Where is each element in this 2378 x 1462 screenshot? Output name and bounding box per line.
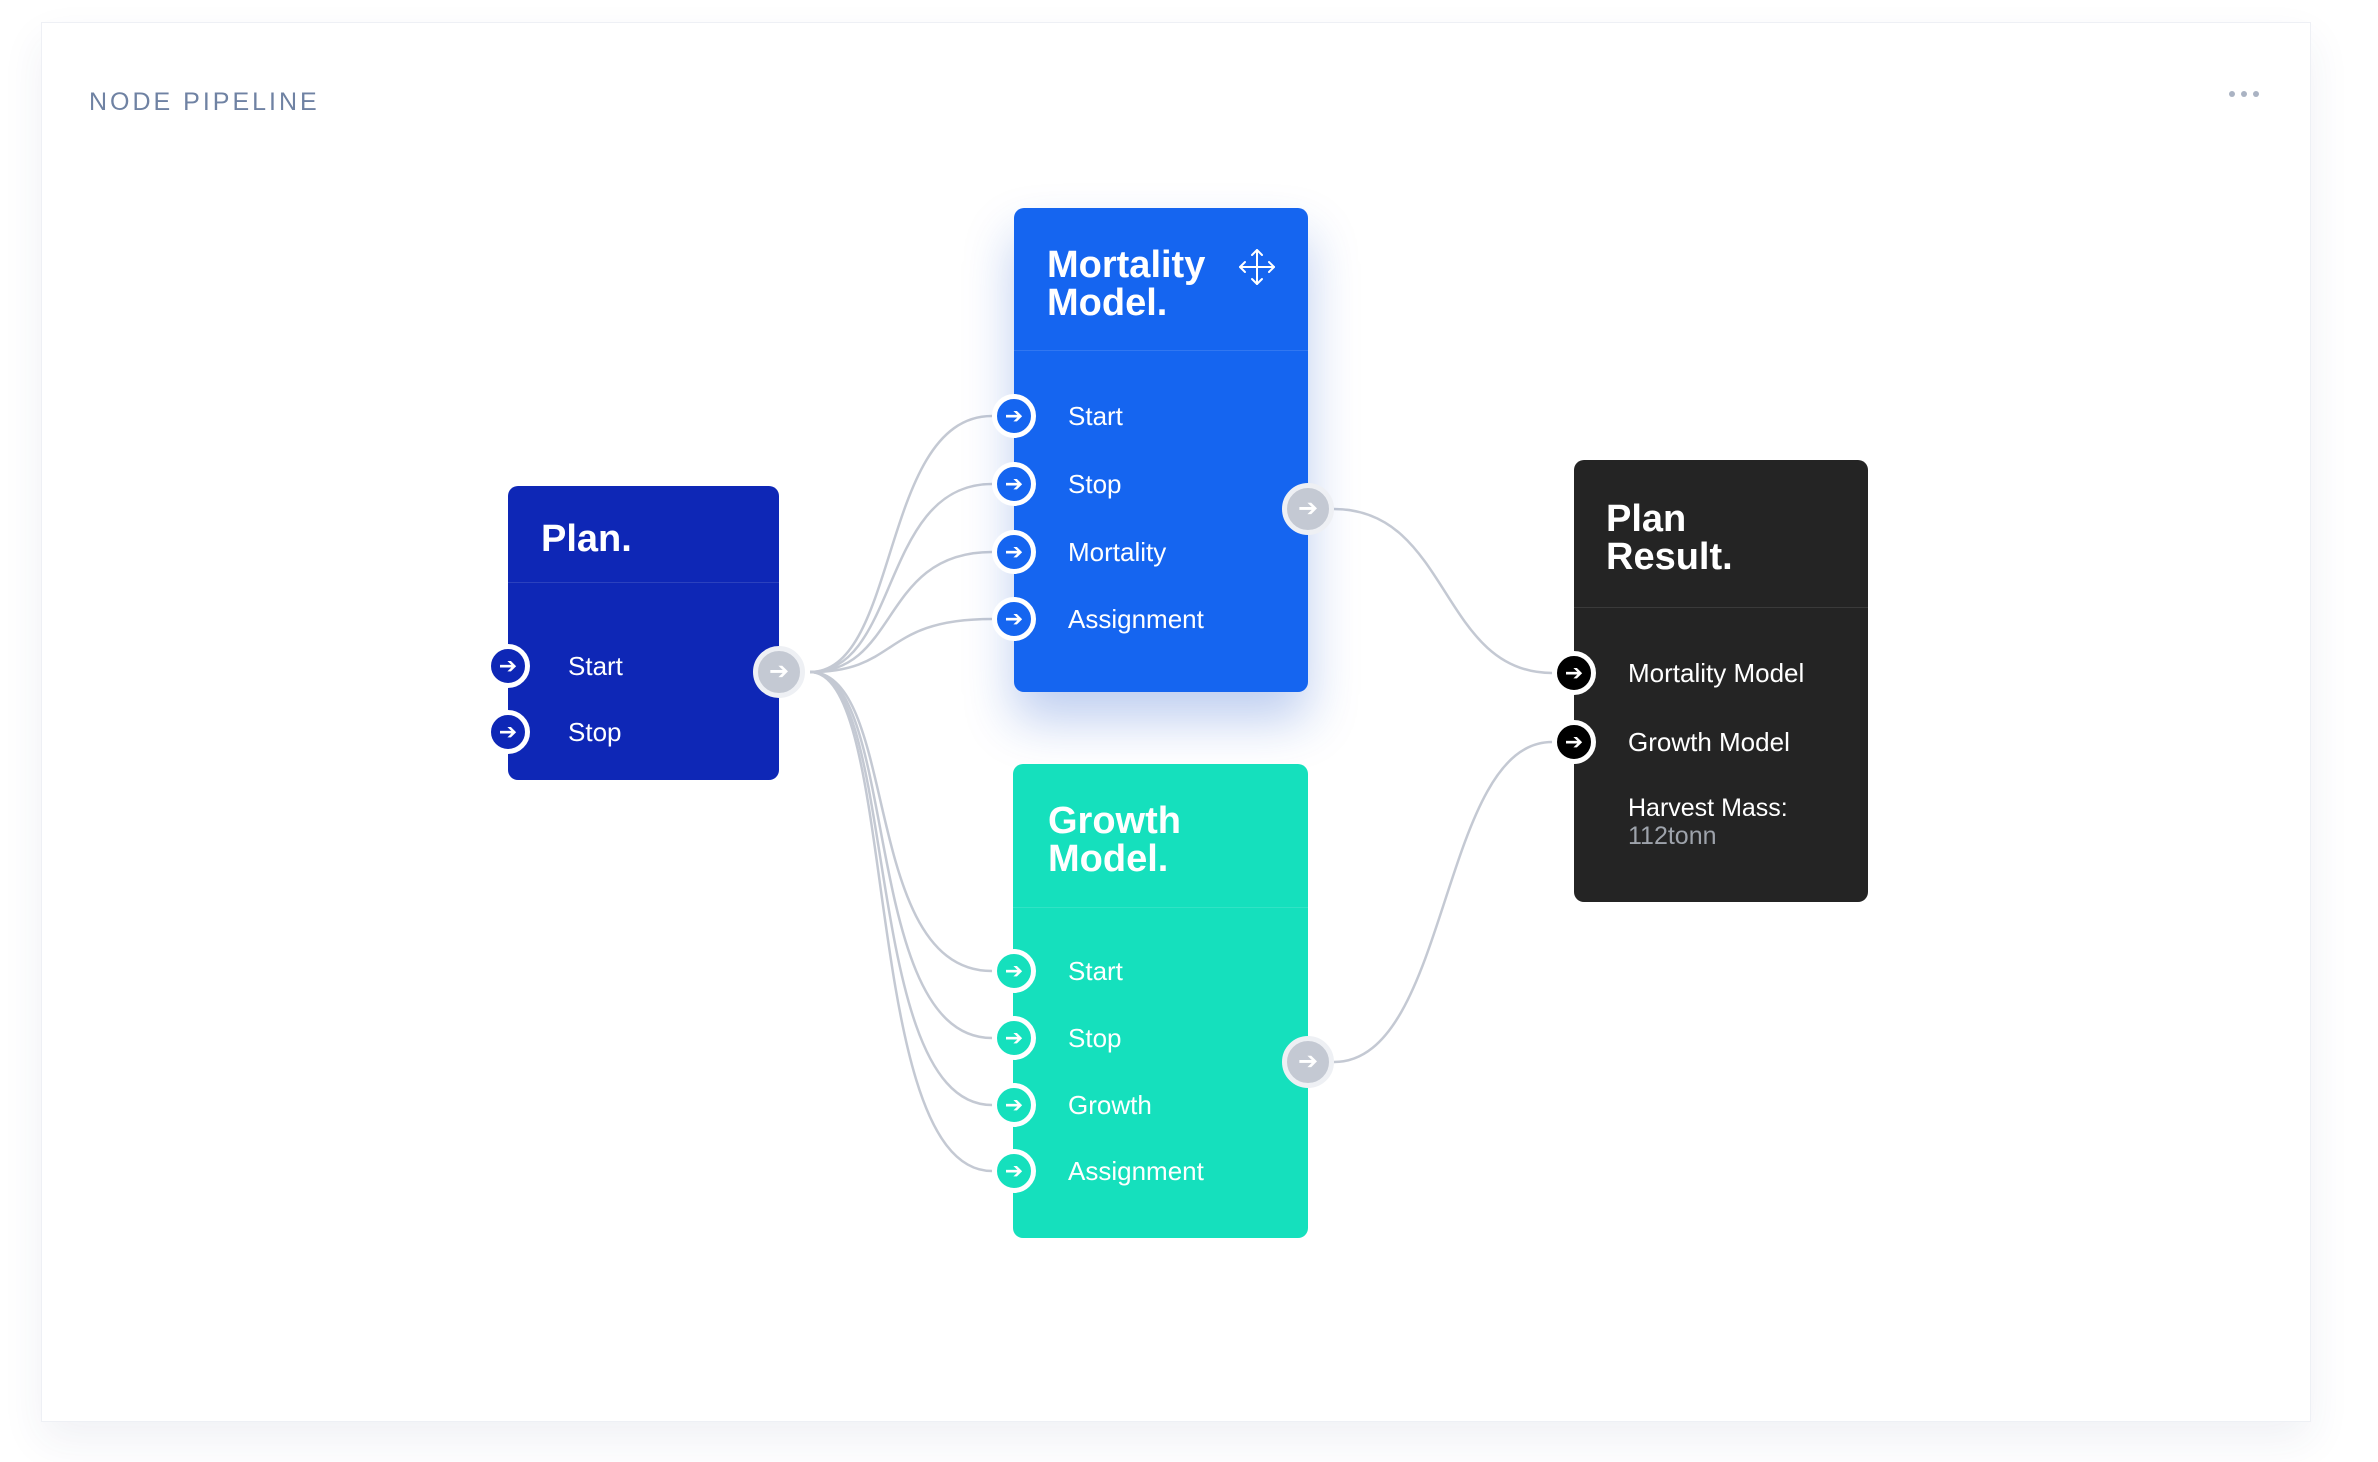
growth-title-line1: Growth <box>1048 800 1181 842</box>
arrow-right-icon[interactable]: ➔ <box>992 1016 1036 1060</box>
mortality-node-title: Mortality Model. <box>1047 246 1205 322</box>
arrow-right-icon[interactable]: ➔ <box>992 394 1036 438</box>
growth-input-label-growth: Growth <box>1068 1089 1152 1120</box>
growth-model-node[interactable]: Growth Model. ➔ Start ➔ Stop ➔ Growth ➔ … <box>992 764 1334 1238</box>
arrow-right-icon[interactable]: ➔ <box>486 710 530 754</box>
mortality-output-port[interactable]: ➔ <box>1282 483 1334 535</box>
result-input-row-growth-model: ➔ Growth Model <box>1552 720 1868 764</box>
arrow-right-icon[interactable]: ➔ <box>1552 720 1596 764</box>
arrow-right-icon[interactable]: ➔ <box>486 644 530 688</box>
arrow-right-icon[interactable]: ➔ <box>992 530 1036 574</box>
mortality-input-label-start: Start <box>1068 400 1123 431</box>
plan-input-row-start: ➔ Start <box>486 644 779 688</box>
growth-input-row-assignment: ➔ Assignment <box>992 1149 1308 1193</box>
plan-output-port[interactable]: ➔ <box>753 646 805 698</box>
growth-node-header: Growth Model. <box>1013 764 1308 908</box>
mortality-input-row-start: ➔ Start <box>992 394 1308 438</box>
harvest-mass-value: 112tonn <box>1628 822 1717 850</box>
result-input-label-mortality-model: Mortality Model <box>1628 657 1805 688</box>
plan-result-node[interactable]: Plan Result. ➔ Mortality Model ➔ Growth … <box>1552 460 1868 902</box>
mortality-input-row-stop: ➔ Stop <box>992 462 1308 506</box>
growth-node-title: Growth Model. <box>1048 802 1181 878</box>
mortality-model-node[interactable]: Mortality Model. ➔ Start ➔ Stop ➔ Mortal… <box>992 208 1334 692</box>
result-title-line2: Result. <box>1606 536 1733 578</box>
mortality-input-label-mortality: Mortality <box>1068 536 1167 567</box>
arrow-right-icon[interactable]: ➔ <box>992 1083 1036 1127</box>
growth-input-label-start: Start <box>1068 955 1123 986</box>
harvest-mass: Harvest Mass: 112tonn <box>1628 794 1788 850</box>
mortality-title-line2: Model. <box>1047 282 1168 324</box>
plan-input-label-start: Start <box>568 650 623 681</box>
more-horizontal-icon-dot <box>2241 91 2247 97</box>
plan-node-title: Plan. <box>541 518 632 560</box>
mortality-node-header: Mortality Model. <box>1014 208 1308 351</box>
more-horizontal-icon <box>2229 91 2235 97</box>
mortality-input-row-assignment: ➔ Assignment <box>992 597 1308 641</box>
growth-input-row-stop: ➔ Stop <box>992 1016 1308 1060</box>
more-options-button[interactable] <box>2223 85 2265 103</box>
mortality-title-line1: Mortality <box>1047 244 1206 286</box>
mortality-input-row-mortality: ➔ Mortality <box>992 530 1308 574</box>
arrow-right-icon[interactable]: ➔ <box>1552 651 1596 695</box>
harvest-mass-label: Harvest Mass: <box>1628 794 1788 822</box>
plan-input-row-stop: ➔ Stop <box>486 710 779 754</box>
plan-node-header: Plan. <box>508 486 779 583</box>
result-input-row-mortality-model: ➔ Mortality Model <box>1552 651 1868 695</box>
more-horizontal-icon-dot <box>2253 91 2259 97</box>
result-node-title: Plan Result. <box>1606 500 1733 576</box>
result-input-label-growth-model: Growth Model <box>1628 726 1790 757</box>
result-title-line1: Plan <box>1606 498 1687 540</box>
arrow-right-icon[interactable]: ➔ <box>992 597 1036 641</box>
growth-input-row-growth: ➔ Growth <box>992 1083 1308 1127</box>
mortality-input-label-assignment: Assignment <box>1068 603 1204 634</box>
mortality-input-label-stop: Stop <box>1068 468 1122 499</box>
result-node-header: Plan Result. <box>1574 460 1868 608</box>
growth-input-label-stop: Stop <box>1068 1022 1122 1053</box>
growth-input-label-assignment: Assignment <box>1068 1155 1204 1186</box>
move-icon[interactable] <box>1236 246 1278 288</box>
panel-title: NODE PIPELINE <box>89 88 320 116</box>
arrow-right-icon[interactable]: ➔ <box>992 949 1036 993</box>
arrow-right-icon[interactable]: ➔ <box>992 462 1036 506</box>
plan-input-label-stop: Stop <box>568 716 622 747</box>
growth-input-row-start: ➔ Start <box>992 949 1308 993</box>
growth-title-line2: Model. <box>1048 838 1169 880</box>
plan-node[interactable]: Plan. ➔ Start ➔ Stop ➔ <box>486 486 805 780</box>
growth-output-port[interactable]: ➔ <box>1282 1036 1334 1088</box>
arrow-right-icon[interactable]: ➔ <box>992 1149 1036 1193</box>
